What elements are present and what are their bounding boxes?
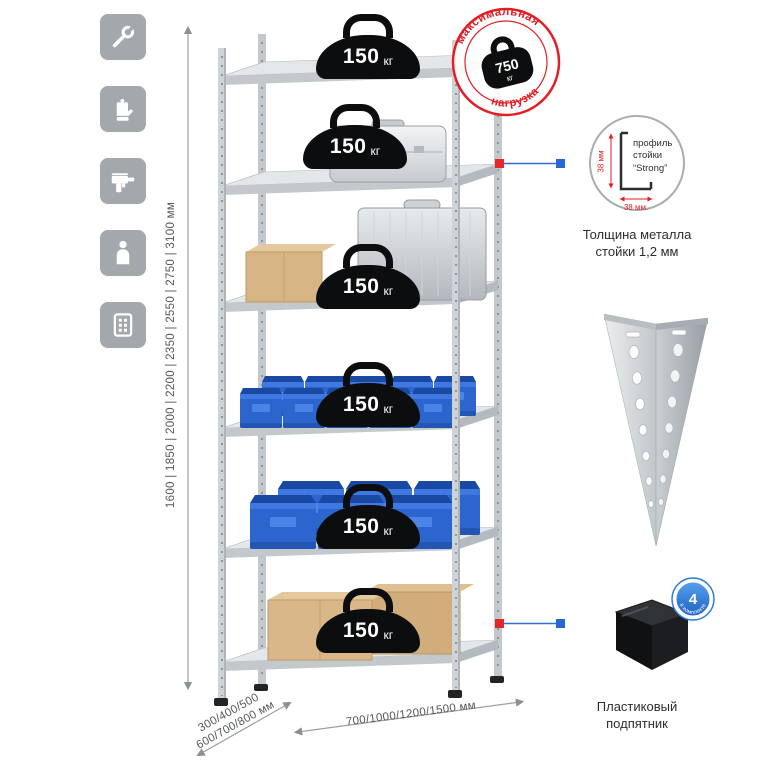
foot-caption-line2: подпятник: [606, 715, 668, 731]
profile-dim-horizontal: 38 мм.: [623, 203, 649, 212]
load-value: 150: [342, 619, 380, 642]
shelf-load-badge: 150 кг: [313, 14, 423, 79]
feature-tile: [100, 230, 146, 276]
stamp-unit: кг: [506, 73, 514, 83]
load-value: 150: [342, 45, 380, 68]
profile-label: профиль стойки “Strong”: [633, 138, 672, 175]
weight-handle: [343, 362, 393, 386]
weight-body: 150 кг: [316, 265, 420, 309]
max-load-stamp: максимальная нагрузка 750 кг: [449, 0, 561, 117]
profile-label-line2: стойки: [633, 150, 663, 162]
weight-body: 150 кг: [303, 125, 407, 169]
perforated-panel-icon: [113, 313, 133, 337]
upright-post-render: [603, 313, 709, 547]
weight-body: 150 кг: [316, 383, 420, 427]
weight-body: 150 кг: [316, 609, 420, 653]
thickness-caption-line2: стойки 1,2 мм: [595, 243, 679, 259]
glove-icon: [116, 99, 133, 121]
weight-handle: [343, 484, 393, 508]
dimension-line-depth: [196, 701, 292, 757]
weight-handle: [330, 104, 380, 128]
thickness-caption: Толщина металла стойки 1,2 мм: [562, 227, 712, 261]
load-value: 150: [342, 275, 380, 298]
load-unit: кг: [383, 627, 394, 642]
shelf-load-badge: 150 кг: [300, 104, 410, 169]
load-value: 150: [329, 135, 367, 158]
load-value: 150: [342, 393, 380, 416]
weight-body: 150 кг: [316, 35, 420, 79]
shelf-load-badge: 150 кг: [313, 588, 423, 653]
load-value: 150: [342, 515, 380, 538]
profile-label-line1: профиль: [633, 138, 673, 149]
badge-number: 4: [689, 591, 698, 608]
shelf-load-badge: 150 кг: [313, 362, 423, 427]
load-unit: кг: [383, 523, 394, 538]
weight-handle: [343, 588, 393, 612]
shelf-load-badge: 150 кг: [313, 484, 423, 549]
stamp-value: 750: [494, 55, 521, 76]
wrench-icon: [112, 25, 135, 48]
profile-dim-vertical: 38 мм: [596, 150, 606, 173]
profile-label-line3: “Strong”: [633, 162, 668, 174]
profile-detail-circle: [589, 115, 685, 211]
plastic-foot-render: [614, 599, 690, 670]
dimension-line-width: [293, 698, 525, 736]
connector-top: [495, 159, 565, 168]
feature-tile: [100, 86, 146, 132]
stamp-kettlebell: 750 кг: [481, 36, 534, 89]
load-unit: кг: [383, 53, 394, 68]
thickness-caption-line1: Толщина металла: [582, 227, 692, 242]
connector-bottom: [495, 619, 565, 628]
feature-tile: [100, 158, 146, 204]
included-count-badge: 4 в комплекте: [671, 577, 715, 621]
drill-icon: [111, 173, 135, 193]
feature-tile: [100, 14, 146, 60]
load-unit: кг: [383, 401, 394, 416]
shelf-load-badge: 150 кг: [313, 244, 423, 309]
weight-handle: [343, 14, 393, 38]
person-icon: [116, 240, 130, 265]
height-dimension-label: 1600 | 1850 | 2000 | 2200 | 2350 | 2550 …: [165, 201, 177, 509]
feature-tile: [100, 302, 146, 348]
cardboard-box: [245, 244, 336, 303]
load-unit: кг: [383, 283, 394, 298]
foot-caption-line1: Пластиковый: [596, 699, 678, 714]
weight-body: 150 кг: [316, 505, 420, 549]
load-unit: кг: [370, 143, 381, 158]
foot-caption: Пластиковый подпятник: [562, 699, 712, 733]
weight-handle: [343, 244, 393, 268]
